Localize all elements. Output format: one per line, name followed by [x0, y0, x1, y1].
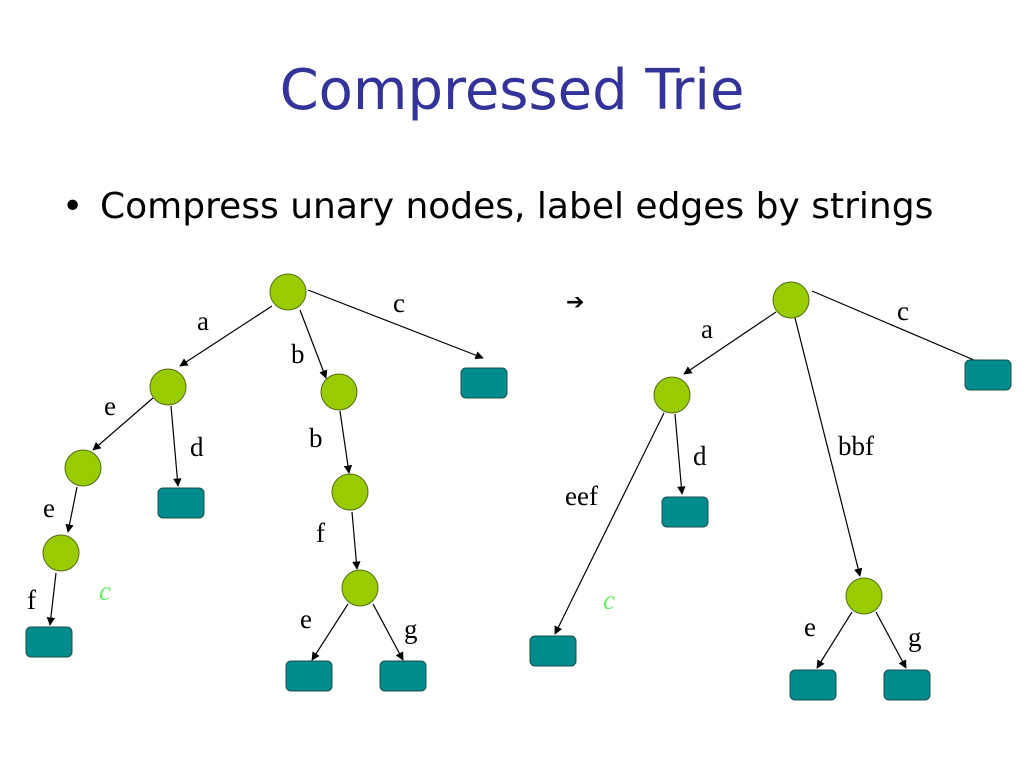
right-edge-bbf-e: [816, 611, 853, 669]
right-leaf-c: [964, 359, 1012, 391]
left-edge-a-d: [170, 405, 182, 487]
right-leaf-bbfg: [883, 669, 931, 701]
right-edge-root-a: [683, 311, 777, 375]
right-leaf-ad: [661, 496, 709, 528]
left-node-a: [149, 368, 187, 406]
left-node-b: [320, 373, 358, 411]
left-edge-e-e: [65, 486, 78, 533]
right-root-node: [772, 281, 810, 319]
left-label-g: g: [404, 614, 418, 644]
right-label-bbf: bbf: [838, 431, 874, 461]
right-label-a: a: [701, 314, 713, 344]
right-edge-a-eef: [554, 412, 665, 635]
right-label-eef: eef: [565, 481, 598, 511]
right-node-a: [653, 376, 691, 414]
left-leaf-ad: [157, 487, 205, 519]
right-label-d: d: [693, 441, 707, 471]
left-label-e: e: [104, 391, 116, 421]
left-node-aee: [42, 534, 80, 572]
left-trie: a b c e d b e f f e g c: [25, 273, 508, 692]
left-root-node: [269, 273, 307, 311]
left-edge-root-c: [307, 289, 484, 360]
left-edge-e-f: [46, 572, 57, 626]
left-node-ae: [64, 449, 102, 487]
bullet-dot-icon: •: [62, 186, 84, 227]
left-edge-b-f: [351, 511, 361, 570]
left-edge-root-b: [299, 309, 328, 379]
right-edge-root-bbf: [794, 317, 863, 577]
left-edge-a-e: [92, 397, 154, 451]
left-label-b2: b: [309, 423, 323, 453]
left-label-b: b: [291, 339, 305, 369]
right-edge-bbf-g: [875, 611, 907, 669]
right-leaf-bbfe: [789, 669, 837, 701]
left-label-f2: f: [27, 585, 36, 615]
left-node-bb: [331, 473, 369, 511]
left-edge-f-g: [372, 603, 404, 661]
right-leaf-aeef: [529, 635, 577, 667]
left-end-marker: c: [99, 576, 111, 606]
left-leaf-c: [460, 367, 508, 399]
left-label-c: c: [393, 288, 405, 318]
bullet-item: • Compress unary nodes, label edges by st…: [62, 186, 933, 227]
left-leaf-bbfg: [379, 660, 427, 692]
right-label-e: e: [804, 612, 816, 642]
left-edge-root-a: [179, 305, 273, 367]
right-end-marker: c: [603, 585, 615, 615]
right-edge-a-d: [674, 413, 686, 495]
right-edge-root-c: [811, 290, 989, 367]
right-label-g: g: [908, 622, 922, 652]
right-node-bbf: [845, 577, 883, 615]
left-leaf-bbfe: [285, 660, 333, 692]
left-node-bbf: [341, 569, 379, 607]
left-label-a: a: [197, 306, 209, 336]
left-label-e2: e: [43, 493, 55, 523]
right-label-c: c: [897, 296, 909, 326]
left-edge-f-e: [311, 603, 349, 661]
left-edge-b-b: [339, 410, 353, 474]
left-label-d: d: [190, 432, 204, 462]
left-leaf-aeef: [25, 626, 73, 658]
right-trie: a c bbf d eef e g c: [529, 281, 1012, 701]
transform-arrow-icon: ➔: [566, 290, 584, 315]
left-label-e3: e: [300, 604, 312, 634]
left-label-f: f: [316, 518, 325, 548]
slide-title: Compressed Trie: [279, 58, 745, 123]
bullet-text: Compress unary nodes, label edges by str…: [100, 186, 934, 227]
